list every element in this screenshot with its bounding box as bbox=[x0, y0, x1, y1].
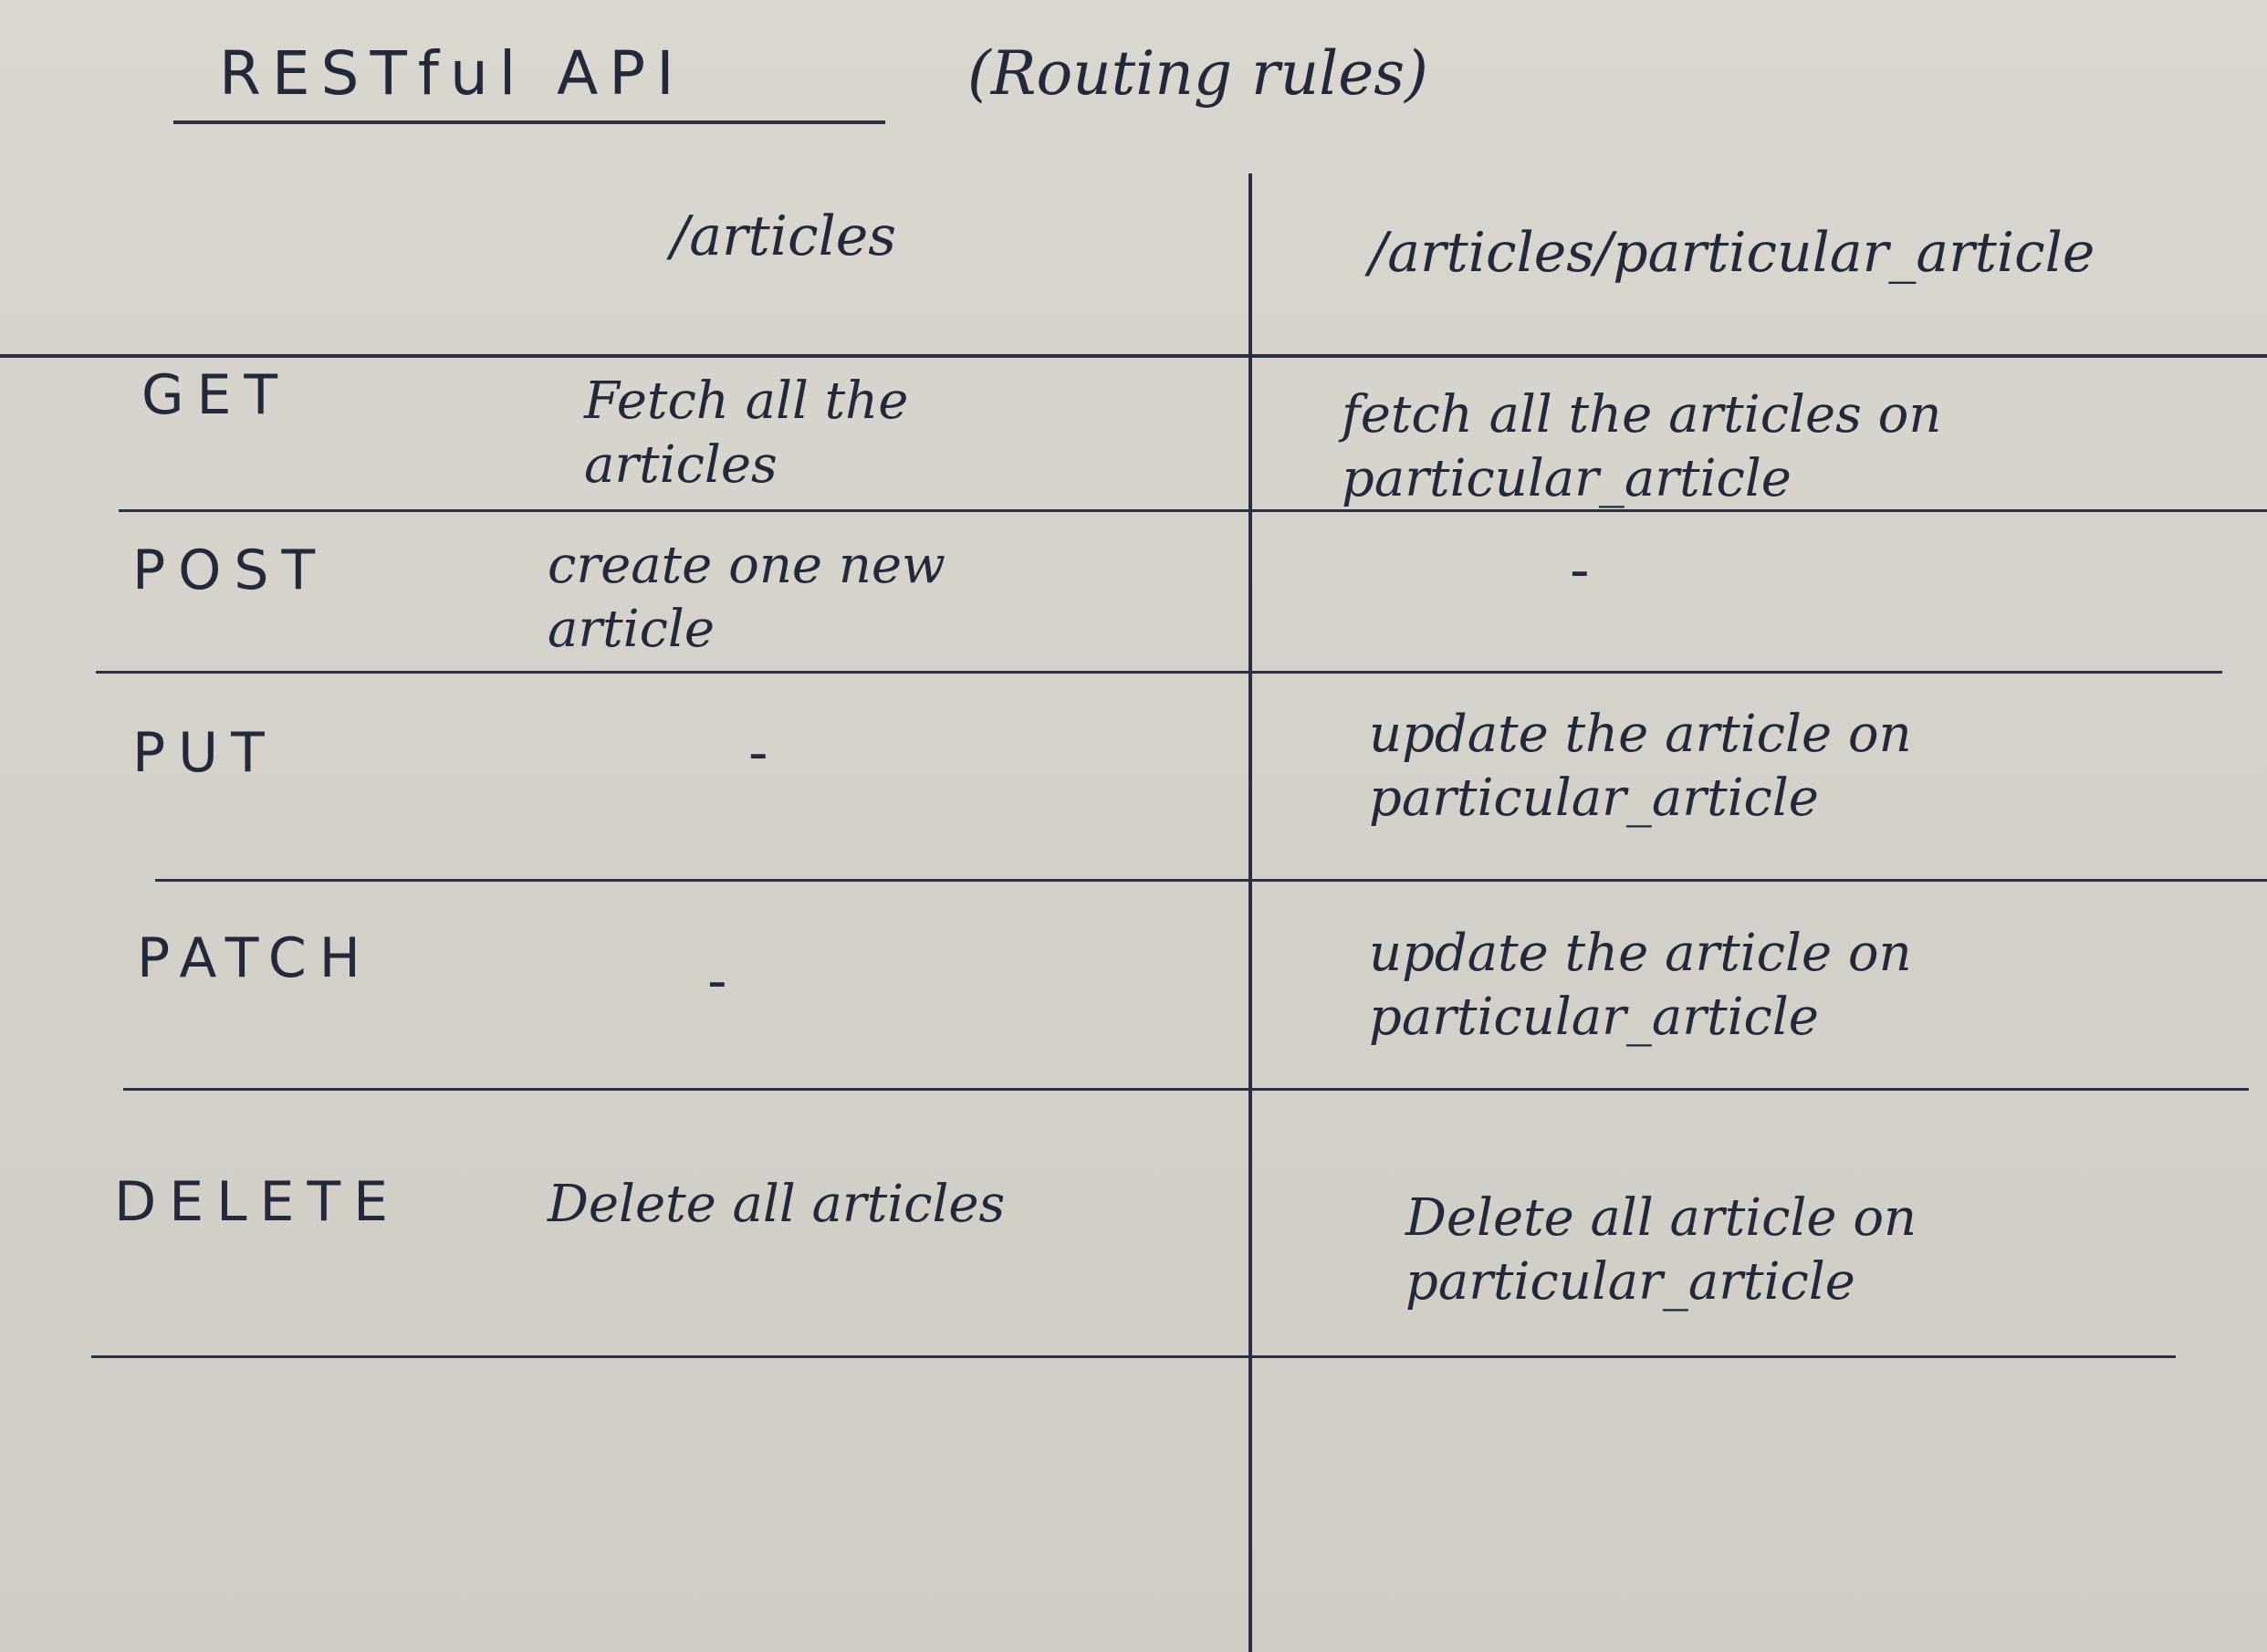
page-title: RESTful API bbox=[219, 38, 685, 109]
row-rule-3 bbox=[155, 879, 2267, 882]
column-header-articles: /articles bbox=[671, 204, 897, 268]
get-particular-cell: fetch all the articles on particular_art… bbox=[1342, 385, 1942, 508]
column-divider bbox=[1248, 173, 1252, 1652]
method-delete: DELETE bbox=[114, 1170, 402, 1234]
method-post: POST bbox=[132, 538, 329, 602]
get-articles-cell: Fetch all the articles bbox=[584, 371, 909, 495]
patch-particular-cell: update the article on particular_article bbox=[1369, 924, 1912, 1047]
row-rule-2 bbox=[96, 671, 2222, 674]
method-patch: PATCH bbox=[137, 926, 373, 990]
patch-articles-cell: - bbox=[707, 949, 727, 1013]
method-put: PUT bbox=[132, 721, 277, 785]
put-particular-cell: update the article on particular_article bbox=[1369, 705, 1912, 828]
row-rule-5 bbox=[91, 1355, 2176, 1358]
put-articles-cell: - bbox=[748, 721, 768, 785]
post-articles-cell: create one new article bbox=[548, 536, 945, 659]
page-subtitle: (Routing rules) bbox=[967, 38, 1428, 109]
row-rule-1 bbox=[119, 509, 2267, 512]
row-rule-4 bbox=[123, 1088, 2249, 1091]
post-particular-cell: - bbox=[1570, 538, 1590, 602]
column-header-particular-article: /articles/particular_article bbox=[1369, 221, 2095, 285]
title-underline bbox=[173, 120, 885, 124]
delete-particular-cell: Delete all article on particular_article bbox=[1405, 1188, 1917, 1312]
delete-articles-cell: Delete all articles bbox=[548, 1175, 1006, 1234]
method-get: GET bbox=[141, 363, 291, 427]
header-rule bbox=[0, 354, 2267, 358]
